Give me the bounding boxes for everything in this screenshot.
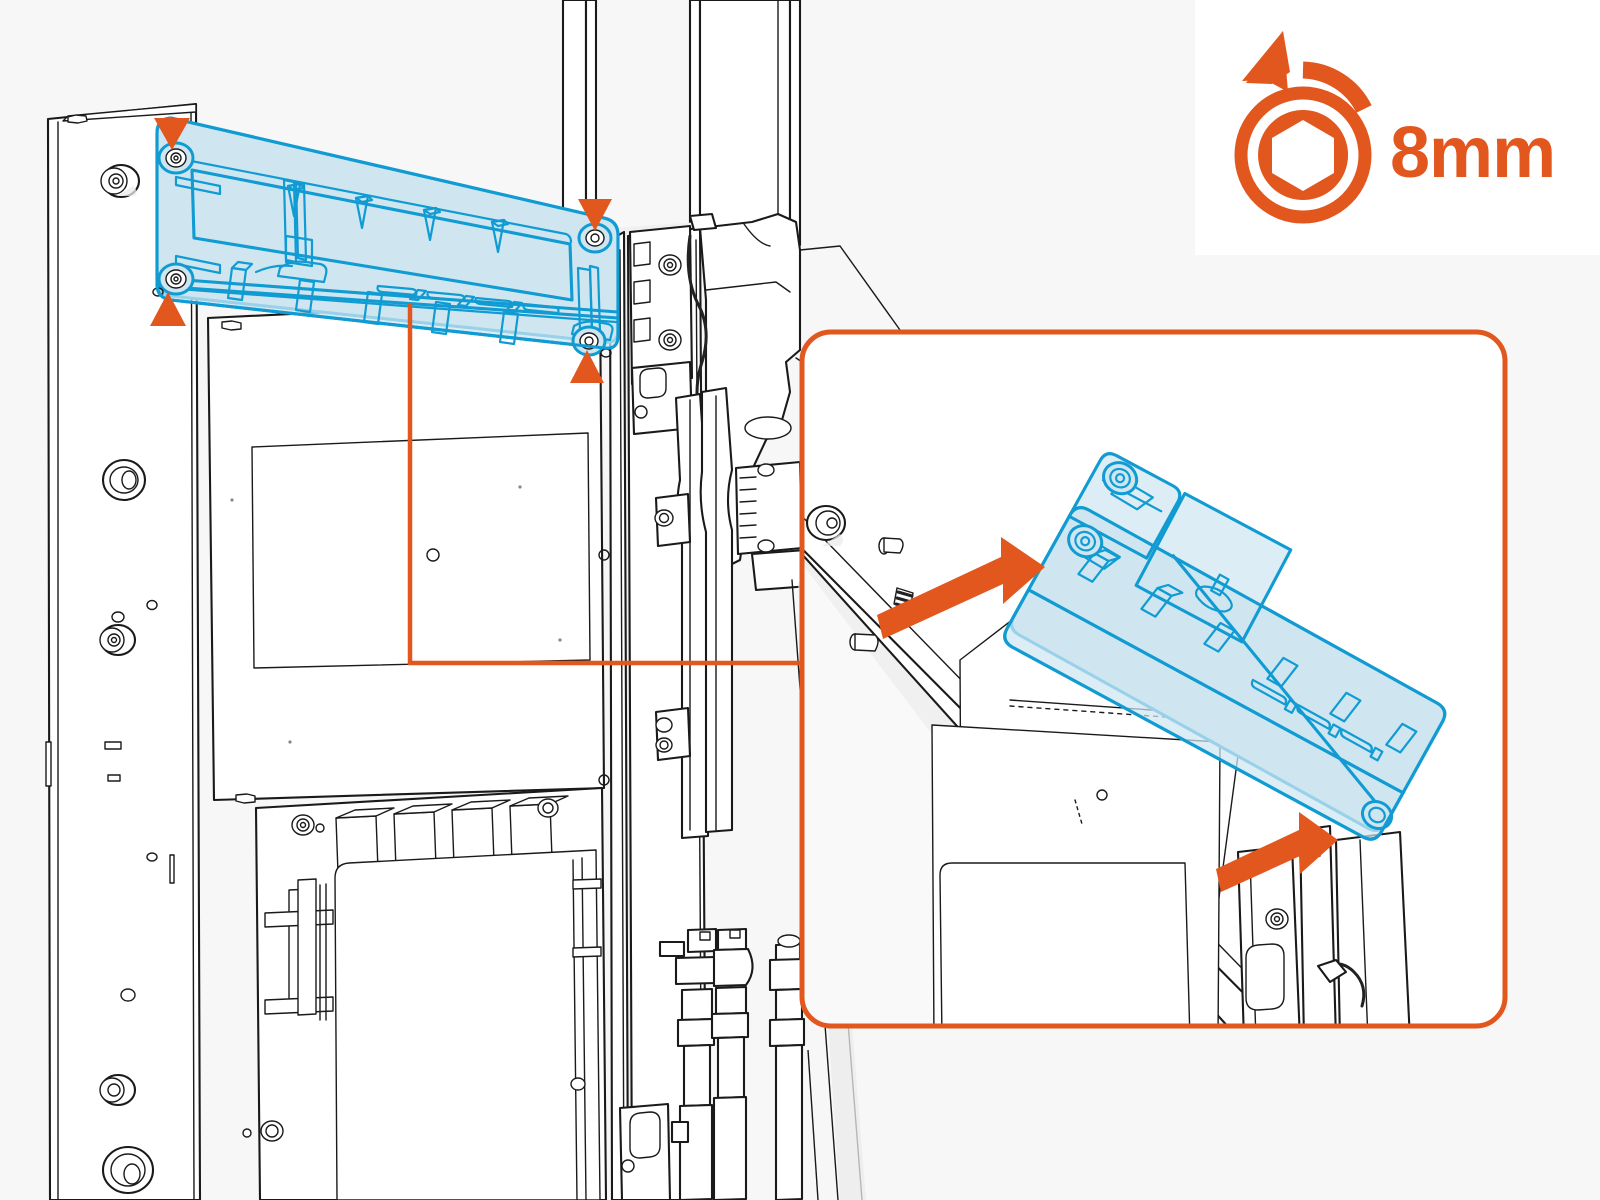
hose-clamp — [654, 492, 692, 762]
tool-size-label: 8mm — [1390, 113, 1556, 193]
marker-top-left — [154, 118, 190, 150]
inset-content — [802, 332, 1505, 1026]
callout-markers — [150, 118, 612, 383]
right-hose — [768, 934, 819, 1200]
inset-lower-bracket — [1236, 824, 1412, 1026]
left-door-panel — [45, 102, 202, 1200]
detail-bolt-top-left — [1102, 461, 1139, 496]
inset-frame-border — [799, 329, 1508, 1029]
mount-studs — [805, 504, 914, 652]
callout-leader-line — [407, 303, 812, 666]
cover-panel-highlight — [152, 116, 620, 358]
marker-bottom-right — [570, 350, 604, 383]
vent-slot-pattern-detail — [1250, 678, 1384, 762]
detail-bolt-bottom-left — [1067, 524, 1104, 559]
inset-insert-arrows — [877, 537, 1338, 892]
detail-inset-installation — [799, 329, 1508, 1029]
tool-badge-panel — [1195, 0, 1600, 255]
bolt-top-left — [157, 141, 195, 175]
arrow-insert-upper — [877, 537, 1045, 639]
tool-badge — [1195, 0, 1600, 255]
cover-panel-highlight-detail — [1003, 452, 1447, 841]
detail-bolt-bottom-right — [1360, 799, 1394, 830]
vent-slot-pattern — [376, 284, 560, 315]
bolt-bottom-left — [152, 262, 195, 297]
arrow-insert-lower — [1216, 812, 1338, 892]
marker-bottom-left — [150, 292, 186, 326]
machine-front-assembly — [45, 0, 901, 1200]
hex-socket-rotate-ccw-icon — [1234, 31, 1372, 224]
hose-fittings — [674, 927, 754, 1200]
inner-access-panel — [206, 297, 610, 804]
panel-bolt-cluster — [99, 163, 175, 1195]
lower-drawer-panel — [242, 786, 608, 1200]
marker-top-right — [578, 199, 612, 231]
